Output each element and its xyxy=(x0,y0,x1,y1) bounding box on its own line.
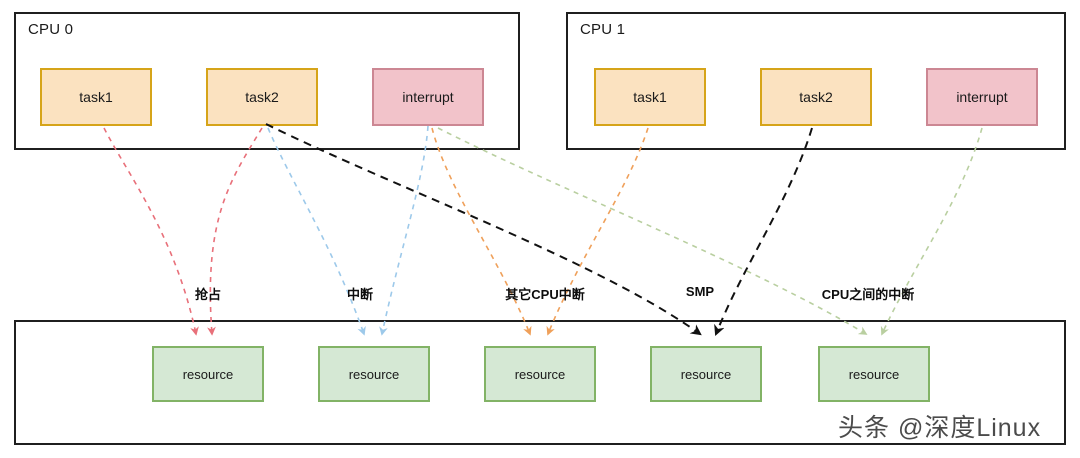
resource-2[interactable]: resource xyxy=(318,346,430,402)
panel-cpu1-title: CPU 1 xyxy=(580,21,626,38)
cpu1-task2[interactable]: task2 xyxy=(760,68,872,126)
edge-cpu0-task1-to-resource1 xyxy=(103,127,199,336)
panel-cpu0-title: CPU 0 xyxy=(28,21,74,38)
cpu0-task2[interactable]: task2 xyxy=(206,68,318,126)
cpu1-task1[interactable]: task1 xyxy=(594,68,706,126)
resource-3-label: resource xyxy=(514,366,566,382)
cpu0-task2-label: task2 xyxy=(245,89,279,105)
cpu1-task1-label: task1 xyxy=(633,89,667,105)
edge-label-smp: SMP xyxy=(685,284,715,299)
cpu0-interrupt[interactable]: interrupt xyxy=(372,68,484,126)
resource-1-label: resource xyxy=(182,366,234,382)
edge-cpu0-task2-to-resource1 xyxy=(207,127,263,336)
resource-4[interactable]: resource xyxy=(650,346,762,402)
edge-label-inter-cpu-interrupt: CPU之间的中断 xyxy=(821,287,915,302)
edge-cpu0-task2-to-resource2 xyxy=(267,127,366,336)
edge-label-interrupt: 中断 xyxy=(346,287,374,302)
edge-cpu0-interrupt-to-resource5 xyxy=(437,127,868,335)
watermark: 头条 @深度Linux xyxy=(838,414,1042,442)
edge-cpu1-task1-to-resource3 xyxy=(546,127,649,336)
edge-cpu0-interrupt-to-resource3 xyxy=(431,127,532,336)
edge-label-preempt: 抢占 xyxy=(194,287,222,302)
resource-3[interactable]: resource xyxy=(484,346,596,402)
cpu0-interrupt-label: interrupt xyxy=(402,89,454,105)
resource-2-label: resource xyxy=(348,366,400,382)
edge-cpu1-interrupt-to-resource5 xyxy=(880,127,983,336)
edge-label-other-cpu-interrupt: 其它CPU中断 xyxy=(505,287,585,302)
cpu0-task1-label: task1 xyxy=(79,89,113,105)
cpu0-task1[interactable]: task1 xyxy=(40,68,152,126)
cpu1-interrupt[interactable]: interrupt xyxy=(926,68,1038,126)
resource-4-label: resource xyxy=(680,366,732,382)
edge-cpu0-task2-to-resource4 xyxy=(265,123,702,336)
cpu1-interrupt-label: interrupt xyxy=(956,89,1008,105)
resource-1[interactable]: resource xyxy=(152,346,264,402)
resource-5-label: resource xyxy=(848,366,900,382)
cpu1-task2-label: task2 xyxy=(799,89,833,105)
resource-5[interactable]: resource xyxy=(818,346,930,402)
edge-cpu0-interrupt-to-resource2 xyxy=(379,125,429,336)
edge-cpu1-task2-to-resource4 xyxy=(714,127,813,337)
